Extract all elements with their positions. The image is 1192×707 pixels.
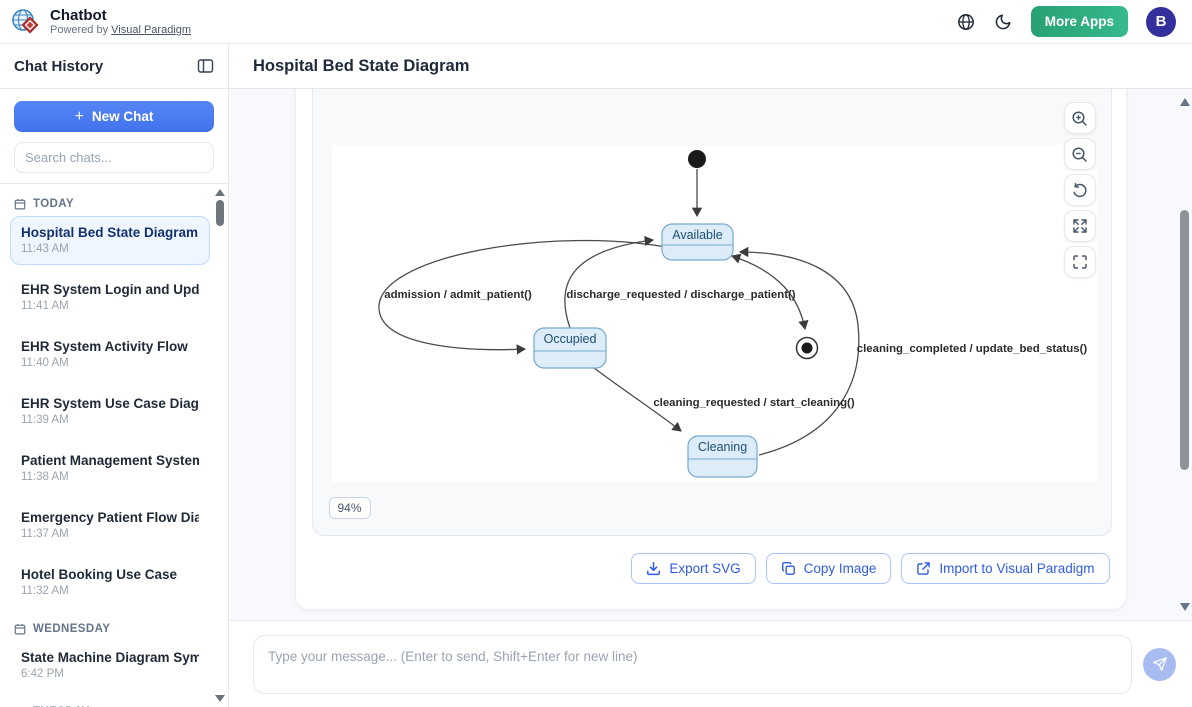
chat-item[interactable]: Patient Management System... 11:38 AM [21,453,199,483]
initial-state-node [687,150,706,168]
chat-messages-area[interactable]: Available Occupied [229,89,1192,620]
language-globe-button[interactable] [956,12,976,32]
external-link-icon [917,562,931,575]
copy-icon [781,562,795,575]
scroll-down-arrow-icon[interactable] [215,695,225,702]
chat-item[interactable]: EHR System Use Case Diagram 11:39 AM [21,396,199,426]
svg-text:Occupied: Occupied [543,332,596,346]
chat-scrollbar[interactable] [1178,89,1192,620]
diagram-zoom-controls [1063,102,1096,278]
moon-icon [995,14,1011,30]
new-chat-button[interactable]: + New Chat [14,101,214,132]
zoom-level-badge: 94% [328,497,371,519]
transition-to-final [730,253,809,331]
transition-discharge [563,235,654,329]
reset-view-button[interactable] [1063,174,1096,206]
final-state-node [795,336,818,360]
sidebar: Chat History + New Chat [0,44,229,707]
assistant-message-card: Available Occupied [294,89,1127,610]
message-input[interactable] [253,634,1132,694]
edge-label-discharge: discharge_requested / discharge_patient(… [566,289,795,301]
diagram-panel: Available Occupied [311,89,1112,536]
scroll-down-arrow-icon[interactable] [1180,603,1190,611]
expand-arrows-icon [1072,219,1087,233]
scroll-up-arrow-icon[interactable] [1180,98,1190,106]
dark-mode-button[interactable] [994,12,1013,31]
user-avatar[interactable]: B [1146,6,1176,37]
transition-admission [377,239,666,355]
send-button[interactable] [1143,647,1176,681]
diagram-actions-row: Export SVG Copy Image [312,553,1110,584]
fullscreen-button[interactable] [1063,246,1096,278]
state-node-available: Available [660,223,734,261]
scrollbar-thumb[interactable] [1180,210,1189,470]
sidebar-scrollbar[interactable] [214,186,226,705]
top-bar: Chatbot Powered by Visual Paradigm More … [0,0,1192,44]
fullscreen-brackets-icon [1072,255,1087,269]
collapse-sidebar-button[interactable] [197,58,214,74]
globe-icon [957,13,974,30]
download-icon [647,562,661,576]
brand: Chatbot Powered by Visual Paradigm [10,6,191,38]
visual-paradigm-logo-icon [10,6,42,38]
chat-item[interactable]: Emergency Patient Flow Dia... 11:37 AM [21,510,199,540]
import-to-visual-paradigm-button[interactable]: Import to Visual Paradigm [901,553,1110,584]
edge-label-cleaning-completed: cleaning_completed / update_bed_status() [856,343,1087,355]
section-header-tuesday: TUESDAY [8,698,212,707]
panel-collapse-icon [197,59,214,73]
scrollbar-thumb[interactable] [216,200,224,226]
brand-text: Chatbot Powered by Visual Paradigm [50,7,191,36]
sidebar-title: Chat History [14,57,104,75]
state-diagram-canvas[interactable]: Available Occupied [331,145,1097,482]
zoom-out-button[interactable] [1063,138,1096,170]
body-row: Chat History + New Chat [0,44,1192,707]
page-title: Hospital Bed State Diagram [253,56,470,75]
send-paper-plane-icon [1152,657,1167,671]
fit-to-screen-button[interactable] [1063,210,1096,242]
message-input-bar [229,620,1192,707]
chat-item[interactable]: Hotel Booking Use Case 11:32 AM [21,567,178,597]
edge-label-admission: admission / admit_patient() [384,289,532,301]
zoom-in-icon [1072,110,1087,126]
calendar-icon [14,624,26,635]
state-node-occupied: Occupied [532,327,607,369]
search-input[interactable] [14,142,214,173]
sidebar-header: Chat History [0,44,228,89]
transition-cleaning-completed [738,246,859,456]
top-actions: More Apps B [956,6,1176,37]
visual-paradigm-link[interactable]: Visual Paradigm [111,24,192,36]
zoom-in-button[interactable] [1063,102,1096,134]
section-header-wednesday: WEDNESDAY [8,615,212,641]
chat-item[interactable]: Hospital Bed State Diagram 11:43 AM [10,216,210,265]
powered-by: Powered by Visual Paradigm [50,24,192,36]
chat-item[interactable]: EHR System Login and Upda... 11:41 AM [21,282,199,312]
copy-image-button[interactable]: Copy Image [765,553,892,584]
edge-label-cleaning-requested: cleaning_requested / start_cleaning() [653,397,855,409]
zoom-out-icon [1072,146,1087,162]
reset-rotate-icon [1073,182,1087,197]
transition-cleaning-requested [593,367,682,432]
chat-item[interactable]: State Machine Diagram Sym... 6:42 PM [21,650,199,680]
svg-text:Cleaning: Cleaning [697,440,746,454]
calendar-icon [14,199,26,210]
scroll-up-arrow-icon[interactable] [215,189,225,196]
svg-text:Available: Available [672,228,723,242]
state-node-cleaning: Cleaning [686,435,758,478]
app-title: Chatbot [50,7,107,24]
plus-icon: + [74,107,84,125]
section-header-today: TODAY [8,190,212,216]
more-apps-button[interactable]: More Apps [1030,6,1128,37]
chat-list: TODAY Hospital Bed State Diagram 11:43 A… [0,183,228,707]
main-header: Hospital Bed State Diagram [229,44,1192,89]
export-svg-button[interactable]: Export SVG [631,553,756,584]
chat-item[interactable]: EHR System Activity Flow 11:40 AM [21,339,188,369]
main-panel: Hospital Bed State Diagram [229,44,1192,707]
